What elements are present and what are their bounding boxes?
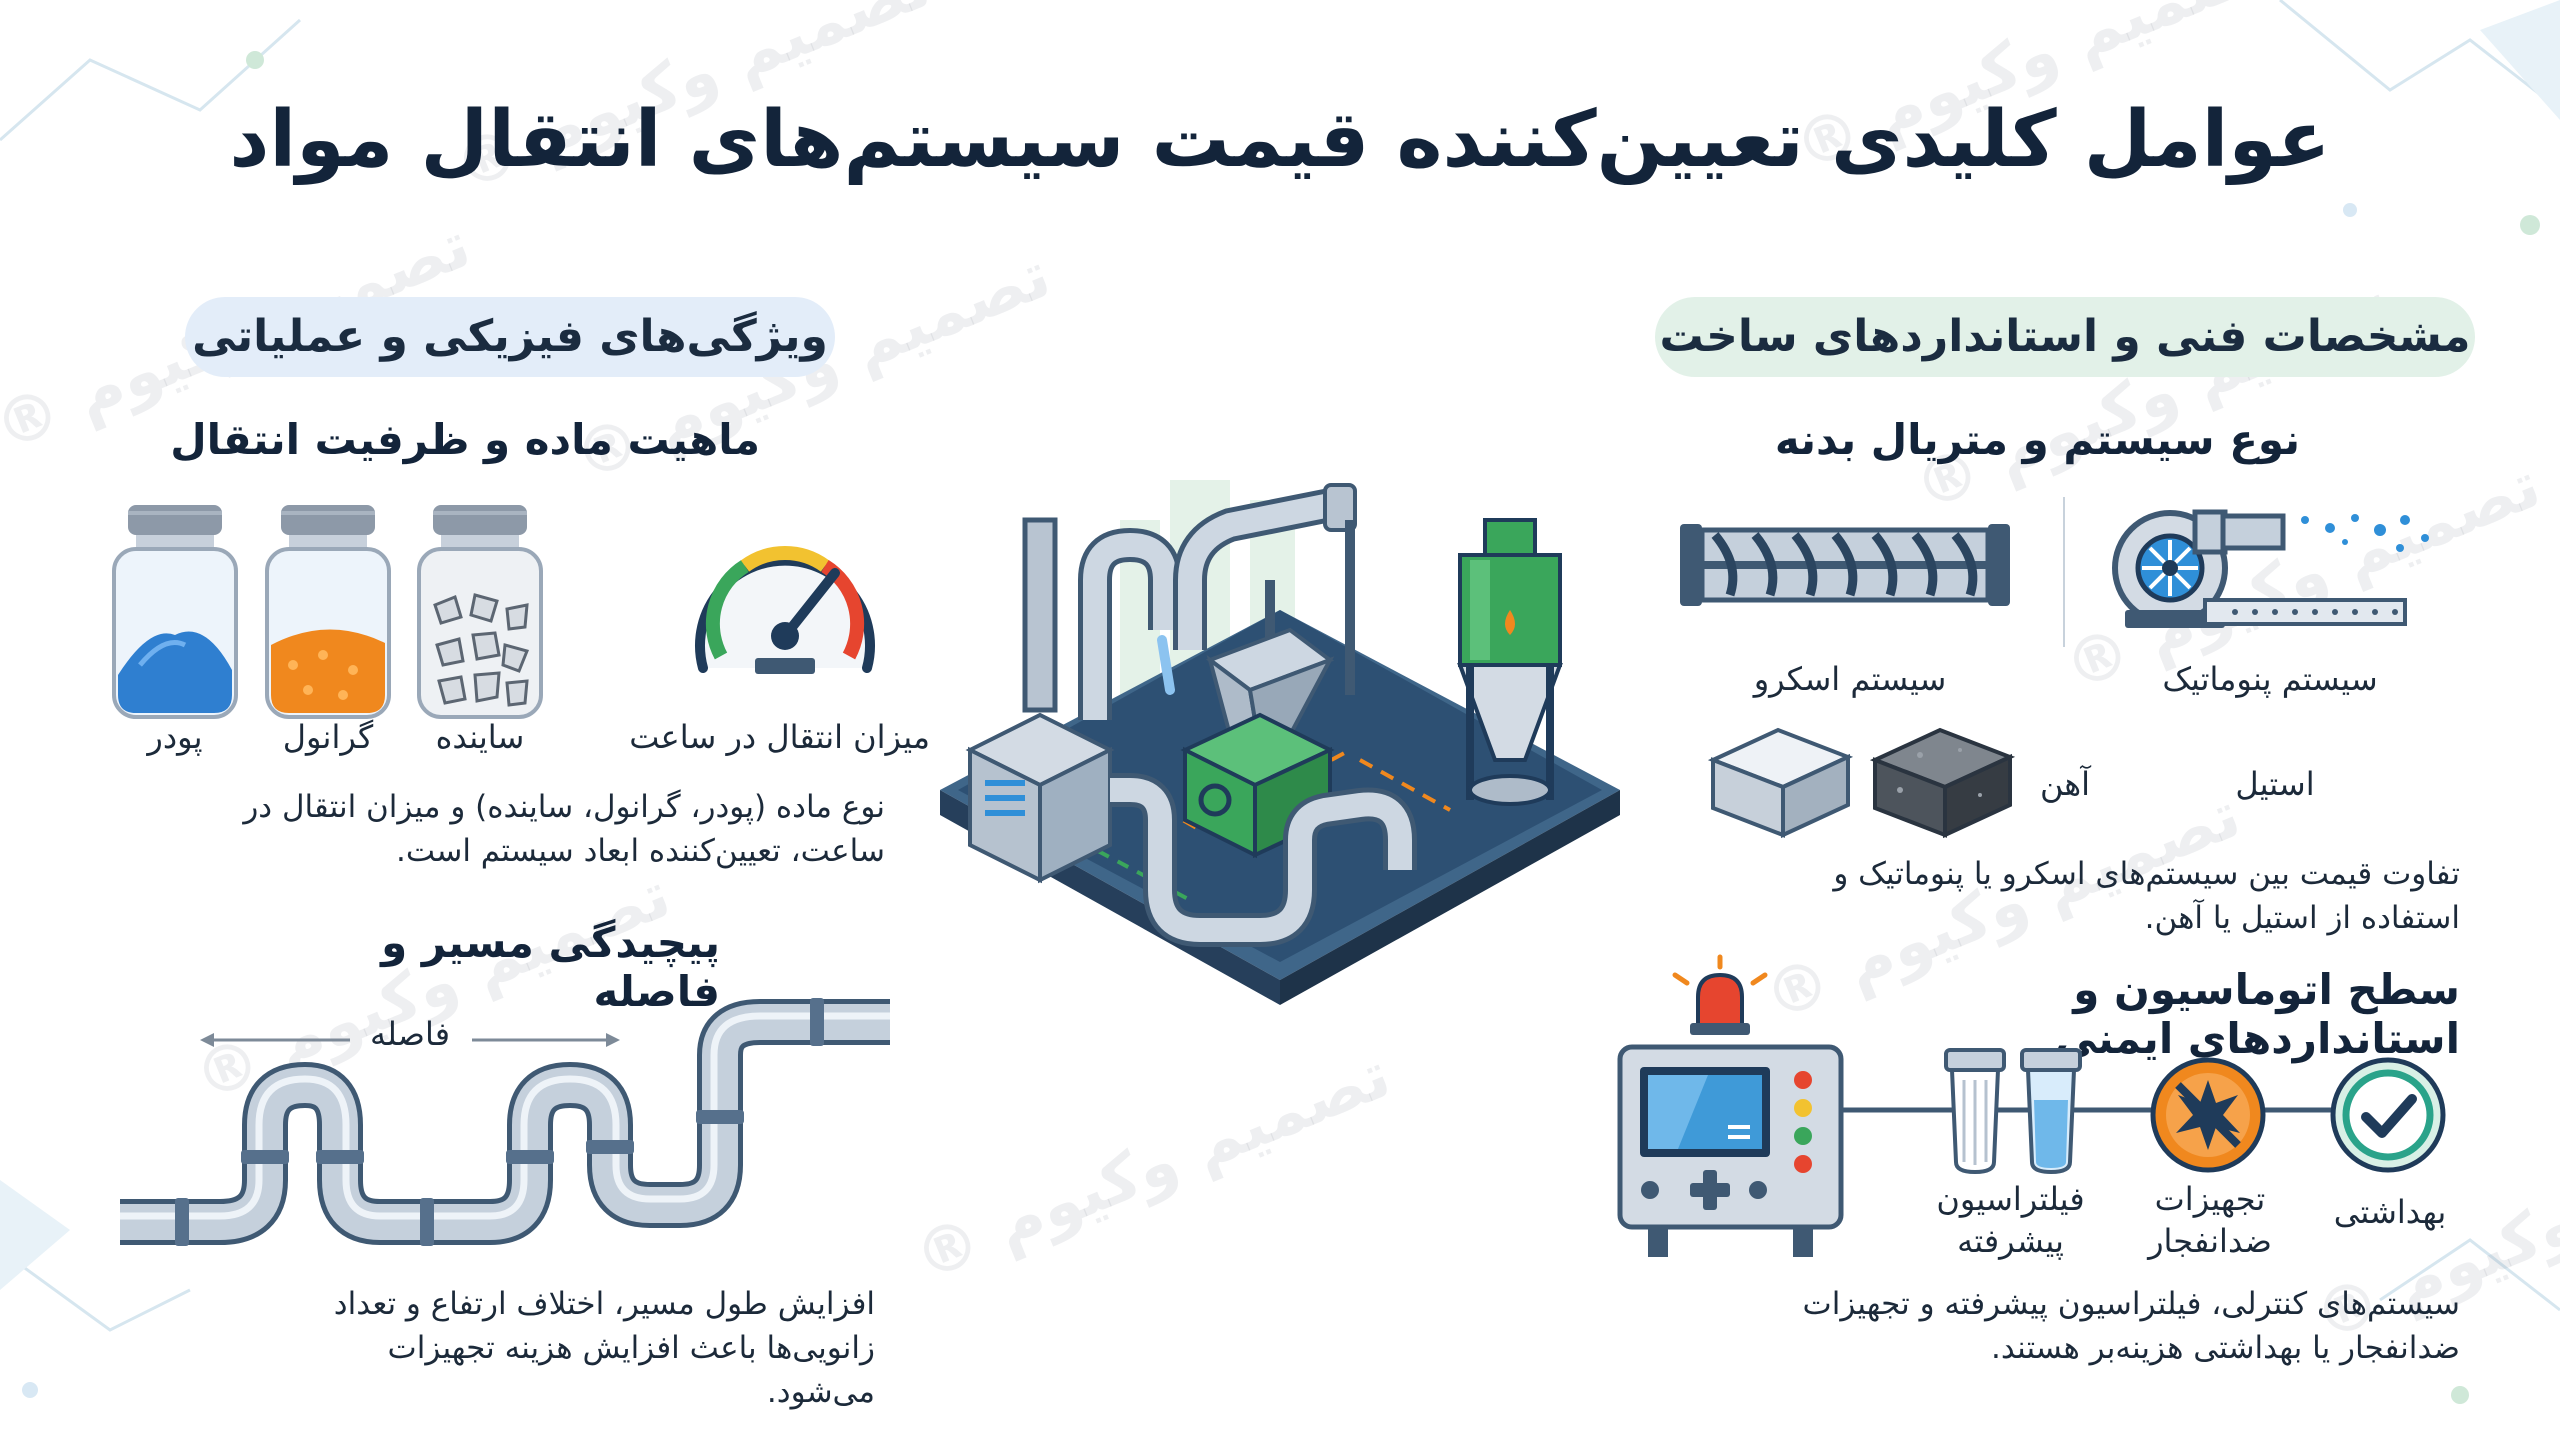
jar-icon bbox=[417, 505, 543, 719]
distance-arrow-icon bbox=[200, 1033, 620, 1047]
material-description: نوع ماده (پودر، گرانول، ساینده) و میزان … bbox=[243, 789, 885, 869]
jar-label-granule: گرانول bbox=[282, 718, 374, 756]
explosion-label: تجهیزات ضدانفجار bbox=[2148, 1180, 2272, 1260]
alarm-light-icon bbox=[1672, 954, 1768, 1035]
filter-icon bbox=[1944, 1048, 2082, 1175]
screw-system-label: سیستم اسکرو bbox=[1753, 660, 1947, 698]
automation-description: سیستم‌های کنترلی، فیلتراسیون پیشرفته و ت… bbox=[1802, 1286, 2460, 1366]
system-heading: نوع سیستم و متریال بدنه bbox=[1774, 415, 2300, 464]
route-heading: پیچیدگی مسیر و فاصله bbox=[381, 918, 720, 1016]
material-heading: ماهیت ماده و ظرفیت انتقال bbox=[170, 415, 760, 464]
system-description: تفاوت قیمت بین سیستم‌های اسکرو یا پنومات… bbox=[1833, 856, 2460, 936]
iron-label: آهن bbox=[2039, 765, 2091, 803]
automation-heading: سطح اتوماسیون و استانداردهای ایمنی bbox=[2055, 965, 2460, 1063]
steel-block-icon bbox=[1707, 727, 1854, 839]
steel-label: استیل bbox=[2235, 765, 2315, 803]
section-pill-physical: ویژگی‌های فیزیکی و عملیاتی bbox=[185, 297, 835, 377]
connector-lines bbox=[1840, 1107, 2400, 1113]
gauge-icon bbox=[695, 546, 875, 674]
control-panel-icon bbox=[1617, 1044, 1844, 1257]
gauge-label: میزان انتقال در ساعت bbox=[629, 718, 930, 756]
jar-icon bbox=[265, 505, 391, 719]
distance-label: فاصله bbox=[370, 1015, 450, 1053]
page-title: عوامل کلیدی تعیین‌کننده قیمت سیستم‌های ا… bbox=[229, 95, 2331, 185]
section-pill-technical: مشخصات فنی و استانداردهای ساخت bbox=[1655, 297, 2475, 377]
jar-label-powder: پودر bbox=[147, 718, 203, 756]
sanitary-label: بهداشتی bbox=[2333, 1193, 2447, 1231]
pneumatic-system-label: سیستم پنوماتیک bbox=[2162, 660, 2378, 698]
screw-conveyor-icon bbox=[1680, 524, 2010, 606]
sanitary-check-icon bbox=[2330, 1057, 2446, 1173]
route-description: افزایش طول مسیر، اختلاف ارتفاع و تعداد ز… bbox=[333, 1286, 875, 1410]
pipe-icon bbox=[120, 998, 890, 1246]
jar-icon bbox=[112, 505, 238, 719]
system-divider bbox=[2063, 497, 2065, 647]
filtration-label: فیلتراسیون پیشرفته bbox=[1936, 1180, 2085, 1260]
explosion-proof-icon bbox=[2150, 1057, 2266, 1173]
pneumatic-blower-icon bbox=[2112, 509, 2429, 628]
iron-block-icon bbox=[1869, 727, 2016, 839]
conveying-plant-icon bbox=[940, 480, 1620, 1005]
jar-label-abrasive: ساینده bbox=[435, 718, 525, 756]
